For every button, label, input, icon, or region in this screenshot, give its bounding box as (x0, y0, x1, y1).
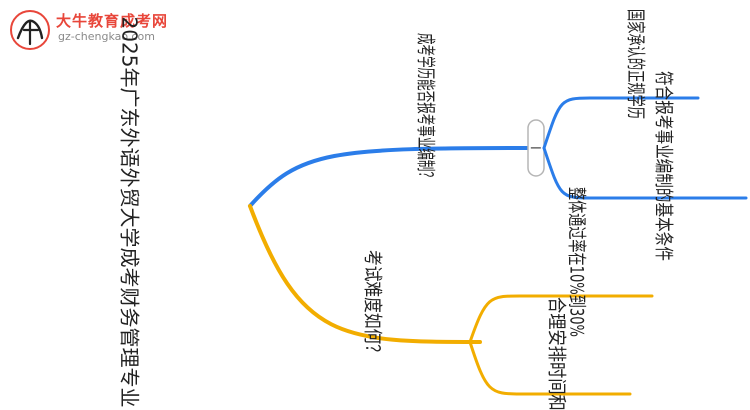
child-edge-top-2 (542, 146, 748, 200)
branch-edge-bottom (248, 204, 482, 344)
child-edge-bottom-1 (468, 294, 654, 344)
child-label-bottom-2[interactable]: 合理安排时间和复 (546, 297, 568, 410)
watermark: 大牛教育成考网 gz-chengkao.com (6, 8, 176, 52)
minus-icon: − (529, 138, 542, 157)
collapse-toggle[interactable]: − (527, 119, 545, 177)
branch-edge-top (248, 146, 537, 208)
watermark-url: gz-chengkao.com (58, 30, 155, 43)
root-node[interactable]: 2025年广东外语外贸大学成考财务管理专业 (118, 17, 142, 408)
watermark-title: 大牛教育成考网 (56, 12, 169, 30)
child-label-bottom-1[interactable]: 整体通过率在10%到30% (566, 187, 588, 337)
child-label-top-2[interactable]: 符合报考事业编制的基本条件 (653, 71, 675, 261)
child-edge-top-1 (542, 96, 700, 150)
child-edge-bottom-2 (468, 340, 632, 396)
child-label-top-1[interactable]: 国家承认的正规学历 (625, 9, 647, 119)
branch-label-top[interactable]: 成考学历能否报考事业编制？ (415, 33, 437, 183)
logo-icon (10, 10, 50, 50)
branch-label-bottom[interactable]: 考试难度如何？ (362, 250, 384, 360)
